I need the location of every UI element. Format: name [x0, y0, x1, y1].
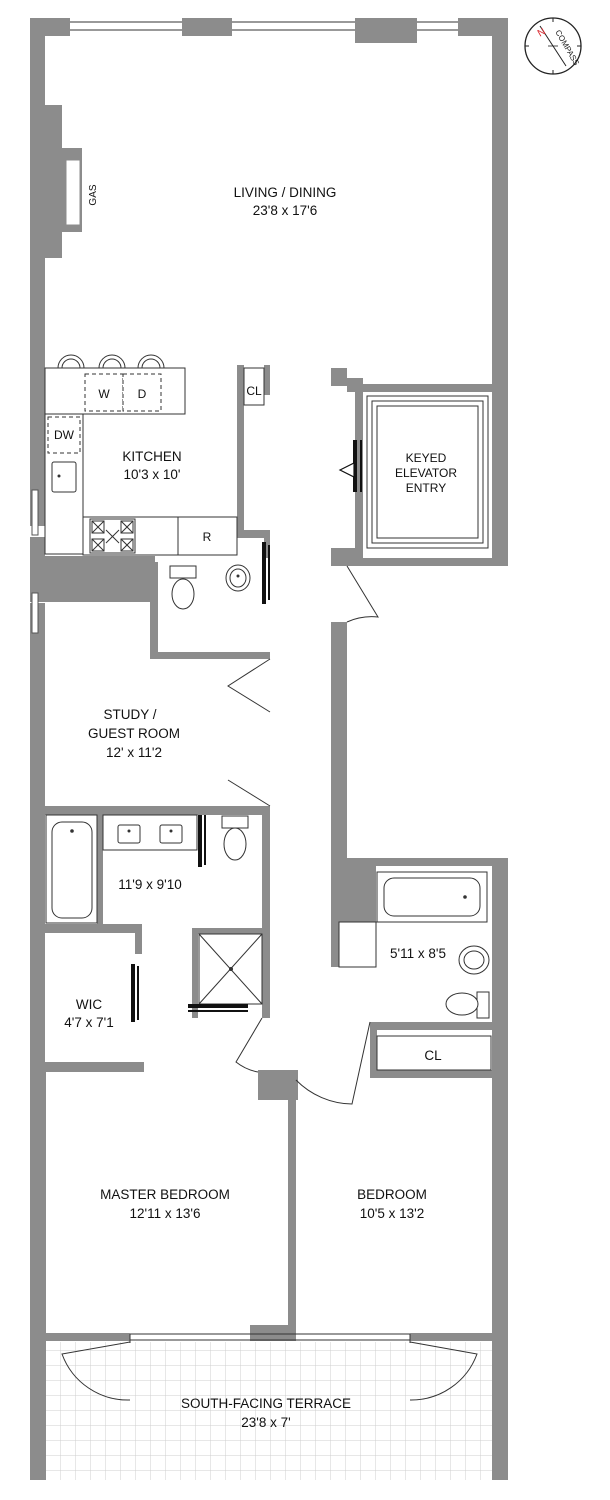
terrace-dims: 23'8 x 7' [241, 1415, 290, 1430]
bedroom-door [295, 1021, 371, 1105]
dryer-label: D [138, 387, 147, 401]
wic-dims: 4'7 x 7'1 [64, 1015, 113, 1030]
refrigerator-label: R [203, 530, 212, 544]
washer-label: W [98, 387, 110, 401]
powder-room-fixtures [169, 542, 271, 713]
master-bath-dims: 11'9 x 9'10 [118, 877, 181, 892]
south-windows [61, 1333, 478, 1401]
gas-label: GAS [88, 184, 99, 205]
living-dining-name: LIVING / DINING [234, 185, 337, 200]
bedroom-dims: 10'5 x 13'2 [360, 1206, 424, 1221]
master-bedroom-dims: 12'11 x 13'6 [130, 1206, 201, 1221]
bath2-fixtures [338, 871, 490, 1019]
compass-north: N [536, 26, 548, 39]
bath2-dims: 5'11 x 8'5 [390, 946, 446, 961]
elevator-arrow-icon [338, 462, 355, 478]
exterior-walls [30, 18, 508, 1480]
kitchen-name: KITCHEN [122, 449, 181, 464]
master-bath-fixtures [45, 779, 271, 1012]
bedroom-closet [376, 1035, 492, 1071]
bedroom-closet-label: CL [424, 1048, 442, 1063]
kitchen-counters [44, 354, 238, 556]
living-dining-dims: 23'8 x 17'6 [253, 203, 317, 218]
wic-door [131, 964, 139, 1022]
entry-door [346, 565, 379, 623]
bedroom-name: BEDROOM [357, 1187, 427, 1202]
elevator-enclosure [338, 395, 489, 549]
elevator-label-2: ELEVATOR [395, 466, 457, 480]
interior-walls [30, 365, 508, 1341]
elevator-label-1: KEYED [406, 451, 447, 465]
top-windows [70, 21, 458, 31]
side-windows [31, 489, 39, 634]
master-bedroom-name: MASTER BEDROOM [100, 1187, 230, 1202]
kitchen-dims: 10'3 x 10' [124, 467, 181, 482]
wic-name: WIC [76, 997, 102, 1012]
kitchen-closet [243, 367, 265, 406]
study-name-1: STUDY / [103, 707, 156, 722]
dishwasher-label: DW [54, 428, 75, 442]
elevator-label-3: ENTRY [406, 481, 446, 495]
terrace-floor [46, 1342, 492, 1480]
compass-icon: N COMPASS [524, 17, 582, 75]
terrace-name: SOUTH-FACING TERRACE [181, 1396, 351, 1411]
study-name-2: GUEST ROOM [88, 726, 180, 741]
kitchen-closet-label: CL [246, 384, 262, 398]
master-bedroom-door [235, 1017, 263, 1073]
study-dims: 12' x 11'2 [106, 745, 162, 760]
